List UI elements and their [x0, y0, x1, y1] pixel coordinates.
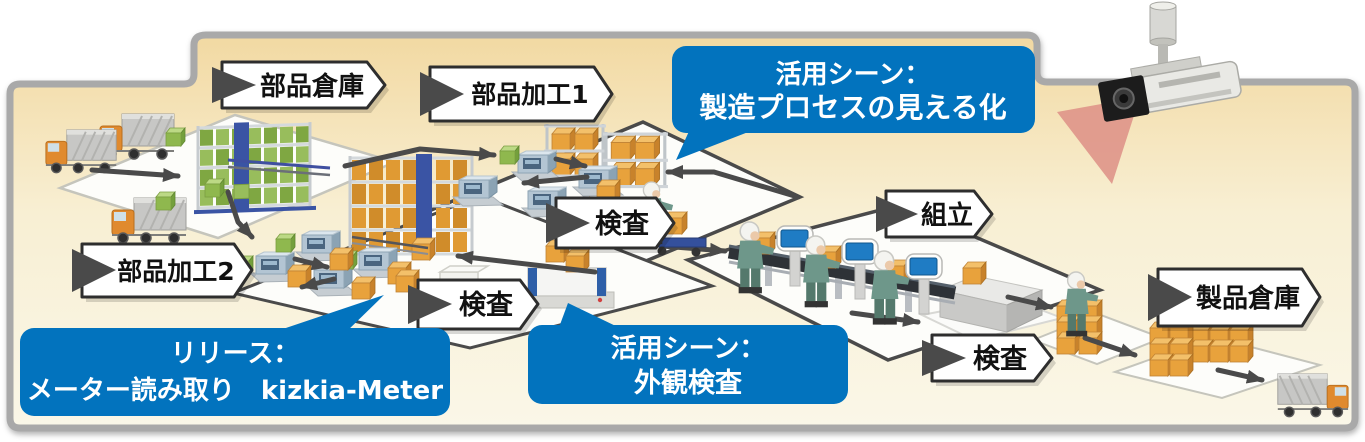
- label-inspection-2: 検査: [408, 278, 542, 334]
- svg-text:活用シーン：: 活用シーン：: [611, 334, 766, 364]
- crane-rail: [227, 158, 331, 170]
- green-storage-rack: [194, 122, 316, 215]
- callout-meter-reading: リリース： メーター読み取り kizkia-Meter: [20, 295, 450, 416]
- crane-rail: [351, 235, 429, 250]
- svg-text:検査: 検査: [595, 209, 649, 240]
- callout-process-visualization: 活用シーン： 製造プロセスの見える化: [672, 46, 1035, 160]
- crane-rail: [227, 165, 331, 177]
- label-parts-processing-1: 部品加工1: [420, 65, 616, 126]
- surveillance-camera-icon: [1098, 1, 1242, 122]
- svg-text:部品倉庫: 部品倉庫: [260, 71, 364, 102]
- svg-text:部品加工2: 部品加工2: [117, 257, 234, 286]
- process-label-banners: 部品倉庫 部品加工1 検査 部品加工2 検査: [72, 60, 1324, 386]
- callout-visual-inspection: 活用シーン： 外観検査: [528, 303, 848, 404]
- svg-text:組立: 組立: [921, 200, 973, 231]
- process-flow-arrows: [89, 146, 1265, 384]
- stacker-crane: [416, 154, 432, 258]
- final-inspection-machine: [918, 261, 1066, 342]
- label-parts-processing-2: 部品加工2: [72, 242, 256, 302]
- svg-text:メーター読み取り kizkia-Meter: メーター読み取り kizkia-Meter: [27, 375, 443, 406]
- label-inspection-1: 検査: [546, 196, 678, 253]
- svg-text:活用シーン：: 活用シーン：: [776, 60, 931, 90]
- svg-text:検査: 検査: [973, 344, 1027, 375]
- svg-text:外観検査: 外観検査: [634, 367, 742, 399]
- label-product-warehouse: 製品倉庫: [1148, 267, 1324, 331]
- svg-text:製品倉庫: 製品倉庫: [1196, 283, 1300, 314]
- label-assembly: 組立: [876, 189, 996, 242]
- svg-text:製造プロセスの見える化: 製造プロセスの見える化: [699, 91, 1006, 124]
- svg-text:検査: 検査: [459, 290, 513, 321]
- label-inspection-3: 検査: [922, 333, 1056, 386]
- label-parts-warehouse: 部品倉庫: [212, 60, 389, 113]
- svg-text:部品加工1: 部品加工1: [471, 80, 588, 109]
- svg-text:リリース：: リリース：: [171, 339, 300, 369]
- agv-meter-station: [521, 239, 615, 309]
